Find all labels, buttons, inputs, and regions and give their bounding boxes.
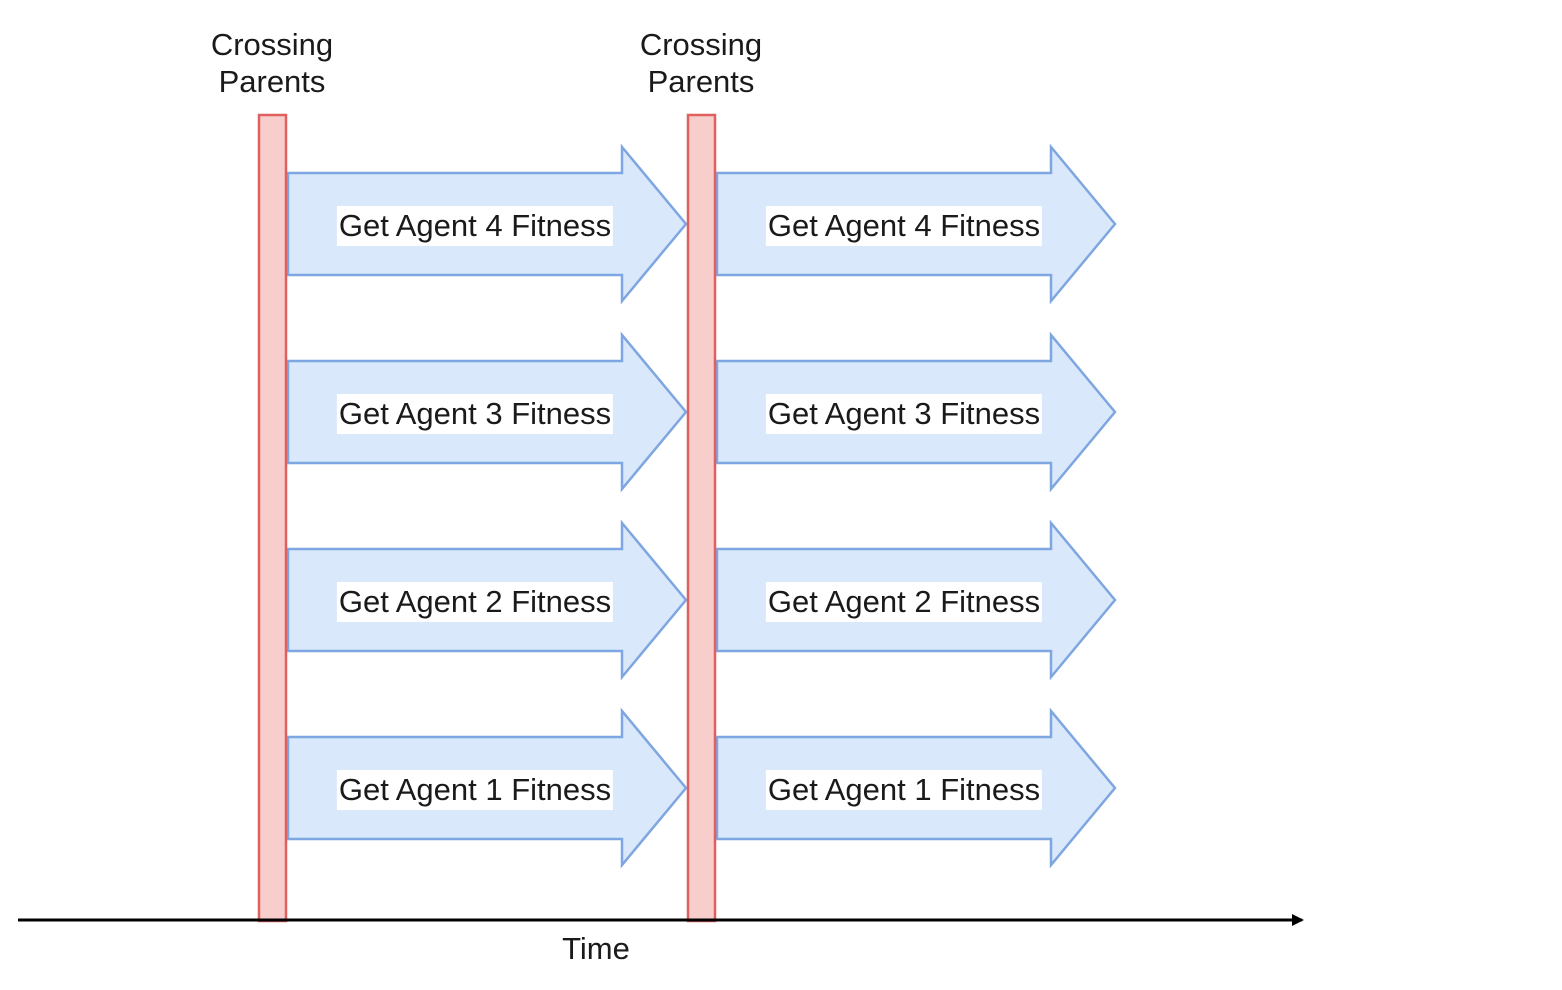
crossing-label-2-line2: Parents (647, 64, 755, 99)
crossing-label-1-line2: Parents (218, 64, 326, 99)
crossing-label-2: Crossing Parents (601, 26, 801, 100)
phase-2-agent-3-label: Get Agent 3 Fitness (765, 394, 1043, 434)
crossing-bar-1 (257, 113, 288, 923)
crossing-label-1: Crossing Parents (172, 26, 372, 100)
phase-1-agent-1-label: Get Agent 1 Fitness (336, 770, 614, 810)
crossing-bar-2 (686, 113, 717, 923)
time-axis-label: Time (562, 931, 630, 966)
phase-2-agent-4-label: Get Agent 4 Fitness (765, 206, 1043, 246)
phase-1-agent-4-label: Get Agent 4 Fitness (336, 206, 614, 246)
phase-2-agent-1-label: Get Agent 1 Fitness (765, 770, 1043, 810)
phase-2-agent-2-label: Get Agent 2 Fitness (765, 582, 1043, 622)
crossing-label-2-line1: Crossing (639, 27, 763, 62)
crossing-label-1-line1: Crossing (210, 27, 334, 62)
phase-1-agent-3-label: Get Agent 3 Fitness (336, 394, 614, 434)
phase-1-agent-2-label: Get Agent 2 Fitness (336, 582, 614, 622)
